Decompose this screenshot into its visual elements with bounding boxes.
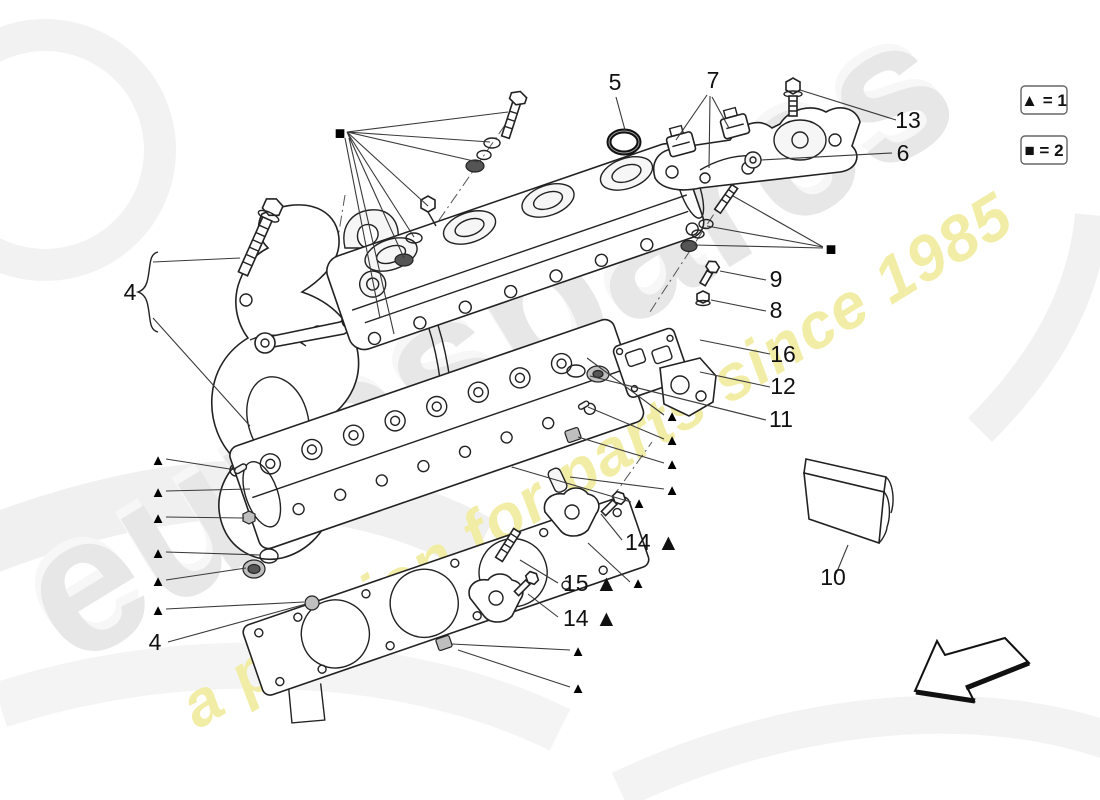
triangle-marker: ▲: [151, 510, 166, 527]
square-marker: ■: [826, 239, 837, 259]
oring-11: [566, 364, 610, 383]
callout-5: 5: [609, 69, 622, 95]
mount-bracket-6: [653, 107, 861, 191]
square-markers: ■ ■: [335, 123, 837, 259]
callout-13: 13: [895, 107, 921, 133]
bolt-9: [698, 260, 721, 287]
triangle-marker: ▲: [151, 545, 166, 562]
square-fan-right: [693, 195, 824, 249]
callout-labels: 4 5 7 13 6 9 8 16 12 11 10 14 ▲ 15 ▲ 14 …: [124, 67, 921, 655]
small-parts-left: [233, 463, 279, 579]
gasket-pack-10: [803, 458, 894, 545]
centerlines: [335, 117, 799, 577]
bolt-stack-lower: [394, 195, 437, 267]
bolt-13: [783, 77, 803, 117]
sensor-7b: [719, 106, 751, 140]
callout-6: 6: [897, 140, 910, 166]
stud-stack-right: [680, 183, 739, 253]
triangle-leaders-left: [165, 458, 305, 610]
direction-arrow: [913, 636, 1031, 704]
callout-8: 8: [770, 297, 783, 323]
oring-5: [606, 128, 642, 156]
callout-15: 15 ▲: [563, 570, 618, 596]
cap-upper: [543, 487, 600, 537]
legend-box-square: [1020, 135, 1068, 165]
triangle-marker: ▲: [631, 575, 646, 592]
square-marker: ■: [335, 123, 346, 143]
legend-triangle-rule: ▲ = 1: [1021, 91, 1067, 110]
callout-4-bolts: 4: [124, 279, 137, 305]
triangle-marker: ▲: [151, 602, 166, 619]
stud-stack-upper: [465, 90, 528, 173]
valve-cover: [326, 142, 705, 351]
callout-4-gasket: 4: [149, 629, 162, 655]
callout-4-brace: [135, 251, 159, 333]
triangle-marker: ▲: [665, 408, 680, 425]
legend-square-rule: ■ = 2: [1024, 141, 1063, 160]
square-fan-left: [344, 111, 509, 335]
triangle-marker: ▲: [151, 452, 166, 469]
bolt-8: [695, 290, 711, 307]
triangle-marker: ▲: [151, 484, 166, 501]
cap-lower: [468, 573, 524, 623]
stud-15: [494, 527, 522, 563]
legend: ▲ = 1 ■ = 2: [1020, 85, 1068, 165]
triangle-marker: ▲: [665, 432, 680, 449]
callout-14-lower: 14 ▲: [563, 605, 618, 631]
bolt-4-long: [237, 198, 284, 277]
callout-11: 11: [769, 406, 793, 432]
gasket-bolt-hole: [304, 595, 320, 611]
clamp-6: [744, 151, 762, 169]
triangle-marker: ▲: [665, 482, 680, 499]
callout-10: 10: [820, 564, 846, 590]
triangle-marker: ▲: [151, 573, 166, 590]
callout-16: 16: [770, 341, 796, 367]
callout-leaders: [152, 89, 897, 643]
legend-box-triangle: [1020, 85, 1068, 115]
callout-14-upper: 14 ▲: [625, 529, 680, 555]
triangle-marker: ▲: [571, 643, 586, 660]
bolt-14-lower: [513, 570, 540, 597]
triangle-marker: ▲: [632, 495, 647, 512]
callout-9: 9: [770, 266, 783, 292]
sensor-7a: [665, 124, 697, 158]
triangle-leaders-right: [451, 357, 665, 688]
triangle-markers: ▲ ▲ ▲ ▲ ▲ ▲ ▲ ▲ ▲ ▲ ▲ ▲ ▲ ▲: [151, 408, 680, 697]
triangle-marker: ▲: [571, 680, 586, 697]
callout-7: 7: [707, 67, 720, 93]
triangle-marker: ▲: [665, 456, 680, 473]
callout-12: 12: [770, 373, 796, 399]
